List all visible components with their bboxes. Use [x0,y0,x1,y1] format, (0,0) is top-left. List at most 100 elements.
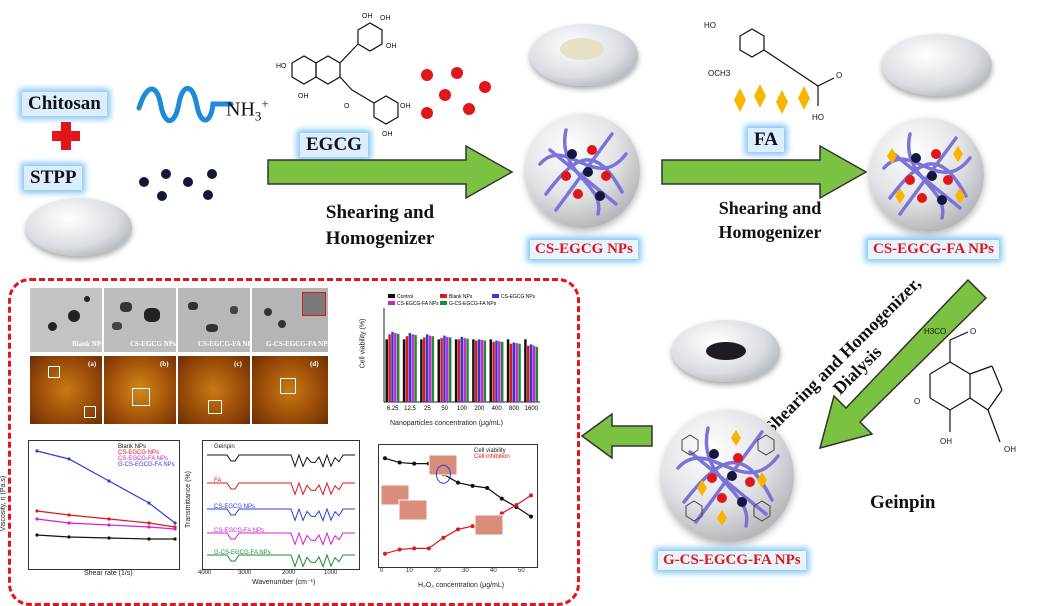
bar-legend-4: G-CS-EGCG-FA NPs [449,301,497,307]
bar-legend-swatch-3 [388,301,395,305]
svg-text:O: O [914,397,920,406]
visc-legend-blank: Blank NPs [118,444,147,450]
viscosity-chart [28,440,180,570]
geinpin-label: Geinpin [870,492,936,513]
afm-image-d [252,356,328,424]
process-arrow-4 [580,412,653,460]
h2o2-xtick-4: 40 [490,568,497,574]
sem-image-cs-egcg [104,288,176,352]
bar-xtick-2: 25 [424,406,431,412]
h2o2-pt-0-2 [412,461,417,466]
h2o2-micrograph-2 [398,499,428,521]
plus-icon [52,122,80,150]
bar-legend-swatch-0 [388,294,395,298]
visc-pt-3-0 [35,449,39,453]
step1-text: Shearing and Homogenizer [325,202,435,249]
bar-0-0 [385,339,388,402]
stpp-particles [139,169,217,201]
sem-label-g-cs-egcg-fa: G-CS-EGCG-FA NPs [266,340,331,348]
svg-text:HO: HO [276,63,287,70]
h2o2-chart [378,444,538,568]
g-cs-egcg-fa-label: G-CS-EGCG-FA NPs [658,551,806,570]
cs-egcg-network [538,128,628,216]
visc-pt-0-3 [147,537,151,541]
visc-pt-2-3 [147,525,151,529]
visc-pt-2-4 [173,527,177,531]
egcg-label: EGCG [300,133,368,157]
ftir-series-cs-egcg: CS-EGCG NPs [214,504,256,510]
process-arrow-2 [661,144,868,200]
bar-3-3 [446,336,449,402]
fa-label: FA [748,128,784,152]
stpp-petri-dish [26,198,132,256]
bar-2-2 [425,334,429,402]
bar-chart-xlabel: Nanoparticles concentration (μg/mL) [390,420,503,427]
bar-legend-swatch-4 [440,301,447,305]
afm-image-c [178,356,250,424]
bar-1-4 [457,339,461,402]
h2o2-svg [380,454,533,556]
h2o2-pt-0-8 [499,496,504,501]
h2o2-pt-0-1 [397,460,402,465]
chitosan-chain-icon [136,85,234,124]
ftir-xlabel: Wavenumber (cm⁻¹) [252,579,316,586]
bar-4-6 [500,341,504,402]
ftir-series-g-cs-egcg-fa: G-CS-EGCG-FA NPs [214,550,271,556]
stpp-label: STPP [24,166,83,190]
sem-label-cs-egcg-fa: CS-EGCG-FA NPs [198,340,255,348]
bar-xtick-7: 800 [509,406,520,412]
h2o2-legend: Cell viability Cell inhibition [474,448,510,460]
bar-0-7 [506,339,510,402]
ftir-svg [207,453,355,568]
process-arrow-1 [267,144,514,200]
h2o2-pt-0-0 [383,456,387,461]
sem-label-cs-egcg: CS-EGCG NPs [130,340,176,348]
bar-1-3 [440,338,443,402]
bar-4-1 [414,334,417,402]
h2o2-highlight-circle [435,464,451,484]
bar-3-1 [411,334,414,402]
ftir-line-1 [207,481,355,496]
geinpin-structure-icon: H3CO O O OH OH [914,327,1016,454]
h2o2-pt-1-9 [514,502,519,507]
visc-pt-2-1 [67,521,71,525]
sem-image-blank [30,288,102,352]
h2o2-xtick-5: 50 [518,568,525,574]
ftir-series-cs-egcg-fa: CS-EGCG-FA NPs [214,528,265,534]
bar-xtick-6: 400 [492,406,503,412]
bar-legend-2: CS-EGCG NPs [501,294,536,300]
fa-structure-icon: HO OCH3 HO O [704,21,842,122]
h2o2-legend-viability: Cell viability [474,448,506,454]
bar-legend-swatch-2 [492,294,499,298]
cs-egcg-film [560,38,604,60]
bar-xtick-5: 200 [474,406,485,412]
visc-line-0 [36,534,175,540]
bar-0-4 [454,339,458,402]
ftir-line-0 [207,453,355,468]
svg-text:OH: OH [940,437,952,446]
bar-1-5 [475,340,478,402]
h2o2-legend-inhibition: Cell inhibition [474,454,510,460]
bar-3-6 [498,341,501,402]
h2o2-pt-1-5 [456,527,460,532]
visc-pt-0-2 [107,536,111,540]
ftir-line-2 [207,507,355,522]
h2o2-pt-0-6 [470,483,475,488]
h2o2-pt-1-2 [412,546,417,551]
h2o2-xtick-1: 10 [406,568,413,574]
visc-pt-0-4 [173,537,177,541]
bar-4-0 [396,333,400,402]
visc-pt-3-2 [107,479,111,483]
visc-pt-1-3 [147,521,151,525]
ftir-line-4 [207,553,355,568]
g-cs-egcg-fa-film [706,342,746,360]
bar-3-0 [394,333,397,402]
bar-2-1 [408,333,412,402]
bar-3-8 [532,345,536,402]
bar-3-7 [515,343,518,402]
bar-legend-swatch-1 [440,294,447,298]
bar-1-6 [492,341,495,402]
process-arrow-3 [818,278,988,450]
